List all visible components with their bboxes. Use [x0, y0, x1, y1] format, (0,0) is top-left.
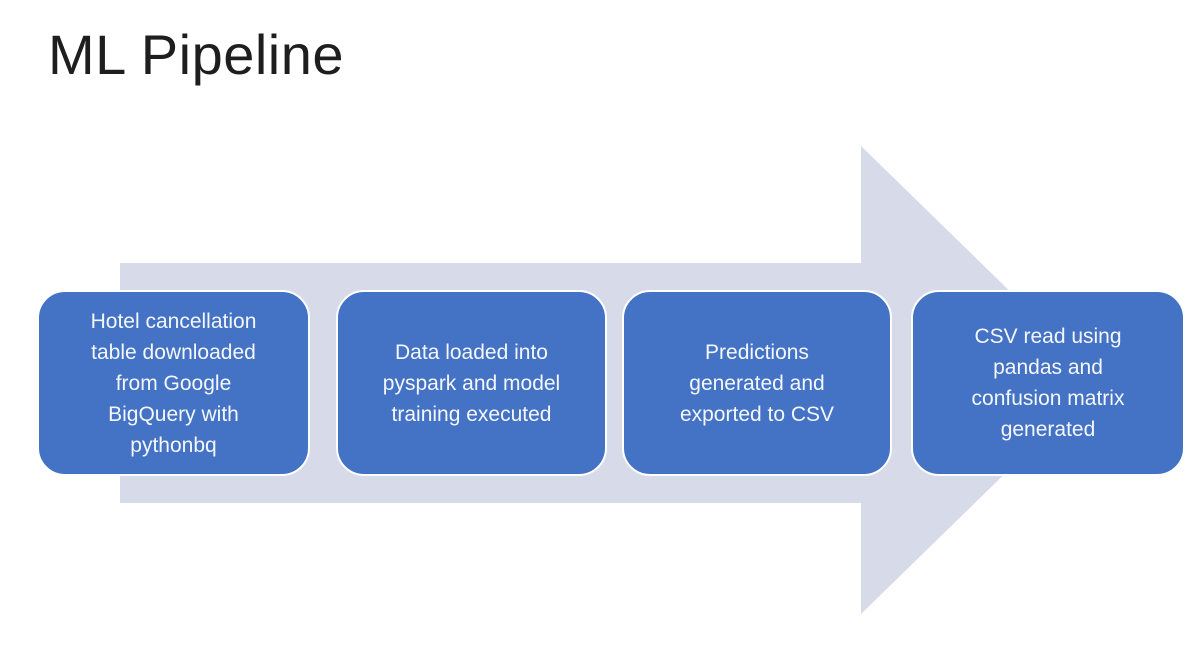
- pipeline-step-box-3: Predictions generated and exported to CS…: [622, 290, 892, 476]
- pipeline-step-box-2: Data loaded into pyspark and model train…: [336, 290, 607, 476]
- pipeline-step-box-1: Hotel cancellation table downloaded from…: [37, 290, 310, 476]
- pipeline-step-label-1: Hotel cancellation table downloaded from…: [90, 309, 257, 457]
- pipeline-step-label-4: CSV read using pandas and confusion matr…: [971, 325, 1125, 441]
- slide-title: ML Pipeline: [48, 23, 345, 86]
- pipeline-step-box-4: CSV read using pandas and confusion matr…: [911, 290, 1185, 476]
- pipeline-step-label-3: Predictions generated and exported to CS…: [679, 340, 835, 426]
- pipeline-step-label-2: Data loaded into pyspark and model train…: [382, 340, 561, 426]
